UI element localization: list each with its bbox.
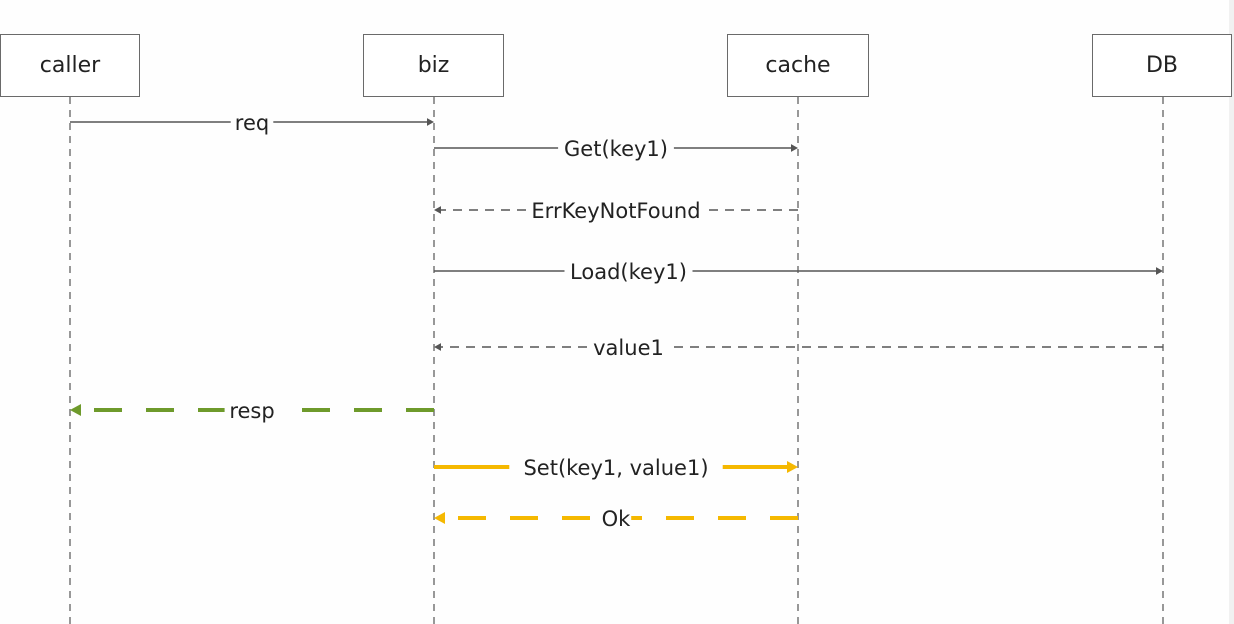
arrowhead <box>787 460 798 474</box>
message-label: Ok <box>602 507 632 531</box>
participant-biz: biz <box>363 34 504 97</box>
message-label: resp <box>229 399 274 423</box>
arrowhead <box>427 118 434 126</box>
message-4: Load(key1) <box>434 257 1163 285</box>
window-edge <box>1229 0 1234 624</box>
message-5: value1 <box>434 333 1163 361</box>
message-7: Set(key1, value1) <box>434 453 798 481</box>
participant-DB: DB <box>1092 34 1232 97</box>
participant-cache: cache <box>727 34 869 97</box>
message-1: req <box>70 108 434 136</box>
arrowhead <box>434 511 445 525</box>
message-label: value1 <box>593 336 664 360</box>
arrowhead <box>791 144 798 152</box>
arrowhead <box>1156 267 1163 275</box>
message-label: Get(key1) <box>564 137 668 161</box>
message-label: ErrKeyNotFound <box>531 199 700 223</box>
arrowhead <box>434 206 441 214</box>
message-label: Load(key1) <box>570 260 687 284</box>
message-3: ErrKeyNotFound <box>434 196 798 224</box>
message-label: Set(key1, value1) <box>523 456 708 480</box>
participant-caller: caller <box>0 34 140 97</box>
arrowhead <box>434 343 441 351</box>
message-label: req <box>235 111 269 135</box>
message-8: Ok <box>434 504 798 532</box>
message-2: Get(key1) <box>434 134 798 162</box>
message-6: resp <box>70 396 434 424</box>
arrowhead <box>70 403 81 417</box>
